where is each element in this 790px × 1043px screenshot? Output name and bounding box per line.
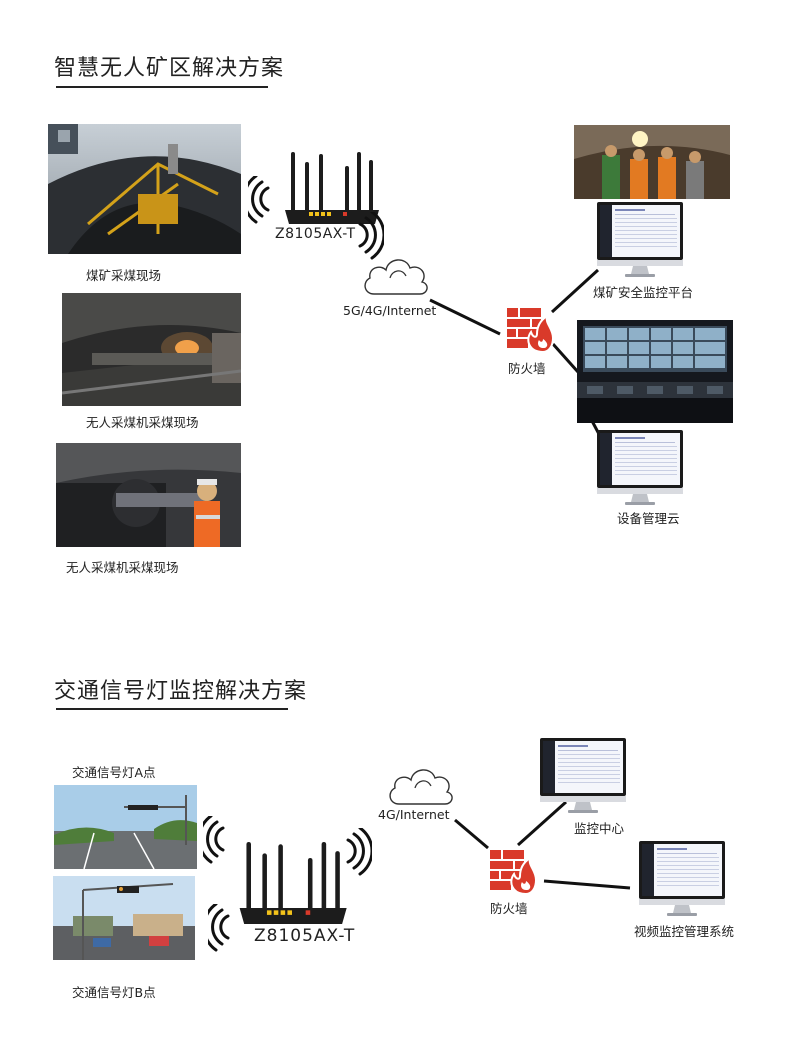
firewall-label: 防火墙 (508, 358, 546, 377)
firewall-icon (490, 850, 538, 896)
control-room-photo (577, 320, 733, 423)
mine-workers-photo (574, 125, 730, 199)
video-system-label: 视频监控管理系统 (634, 921, 734, 940)
monitor-icon (540, 738, 626, 814)
monitor-icon (597, 430, 683, 506)
firewall-icon (507, 308, 555, 354)
firewall-label: 防火墙 (490, 898, 528, 917)
monitor-icon (639, 841, 725, 917)
monitor-center-label: 监控中心 (574, 818, 624, 837)
network-links (0, 0, 790, 620)
device-cloud-label: 设备管理云 (617, 508, 680, 527)
monitor-icon (597, 202, 683, 278)
safety-platform-label: 煤矿安全监控平台 (593, 282, 693, 301)
